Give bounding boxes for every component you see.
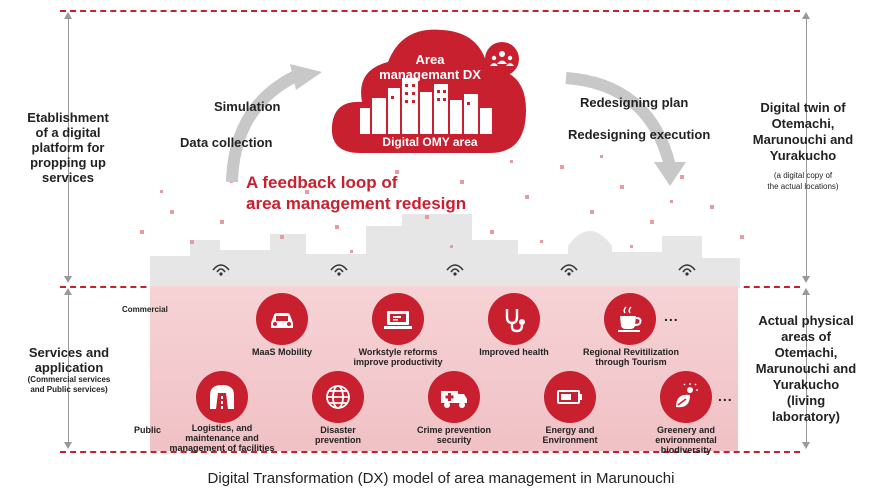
signal-icon [678,264,696,276]
left-lower-bracket [68,294,69,444]
bottom-dashed-line [60,451,800,453]
right-upper-bracket [806,18,807,280]
figure-caption: Digital Transformation (DX) model of are… [207,470,675,487]
service-label-mobility: MaaS Mobility [251,347,312,357]
left-lower-arrow-top [64,288,72,295]
left-upper-arrow-bottom [64,276,72,283]
right-lower-arrow-bottom [802,442,810,449]
service-label-health: Improved health [479,347,549,357]
simulation-label: Simulation [214,99,281,114]
loop-arrow-left [226,64,322,183]
redesigning-plan-label: Redesigning plan [580,95,689,110]
laptop-chat-icon [372,293,424,345]
cloud-subtitle: Digital OMY area [382,135,478,149]
ambulance-icon [428,371,480,423]
left-lower-arrow-bottom [64,442,72,449]
signal-icon [212,264,230,276]
signal-icon [330,264,348,276]
left-upper-arrow-top [64,12,72,19]
globe-icon [312,371,364,423]
signal-icon [560,264,578,276]
redesigning-execution-label: Redesigning execution [568,127,711,142]
battery-icon [544,371,596,423]
tunnel-road-icon [196,371,248,423]
right-upper-arrow-bottom [802,276,810,283]
city-silhouette [150,214,740,288]
commercial-ellipsis: ... [664,308,679,324]
right-lower-bracket [806,294,807,444]
services-label: Services and application (Commercial ser… [27,345,111,394]
left-upper-bracket [68,18,69,280]
area-management-cloud [331,29,526,153]
public-row-label: Public [134,425,162,435]
top-dashed-line [60,10,800,12]
platform-label: Etablishment of a digital platform for p… [27,110,109,185]
people-group-icon [485,42,519,76]
loop-arrow-right [565,72,686,186]
right-lower-arrow-top [802,288,810,295]
car-icon [256,293,308,345]
stethoscope-icon [488,293,540,345]
coffee-cup-icon [604,293,656,345]
data-collection-label: Data collection [180,135,273,150]
feedback-loop-title: A feedback loop of area management redes… [246,173,467,213]
digital-twin-label: Digital twin of Otemachi, Marunouchi and… [752,100,854,191]
cloud-title: Area managemant DX [379,52,481,82]
leaf-sun-icon [660,371,712,423]
signal-icon [446,264,464,276]
public-ellipsis: ... [718,388,733,404]
physical-area-label: Actual physical areas of Otemachi, Marun… [755,313,857,424]
commercial-row-label: Commercial [122,305,168,314]
pixel-particles [140,155,744,253]
right-upper-arrow-top [802,12,810,19]
